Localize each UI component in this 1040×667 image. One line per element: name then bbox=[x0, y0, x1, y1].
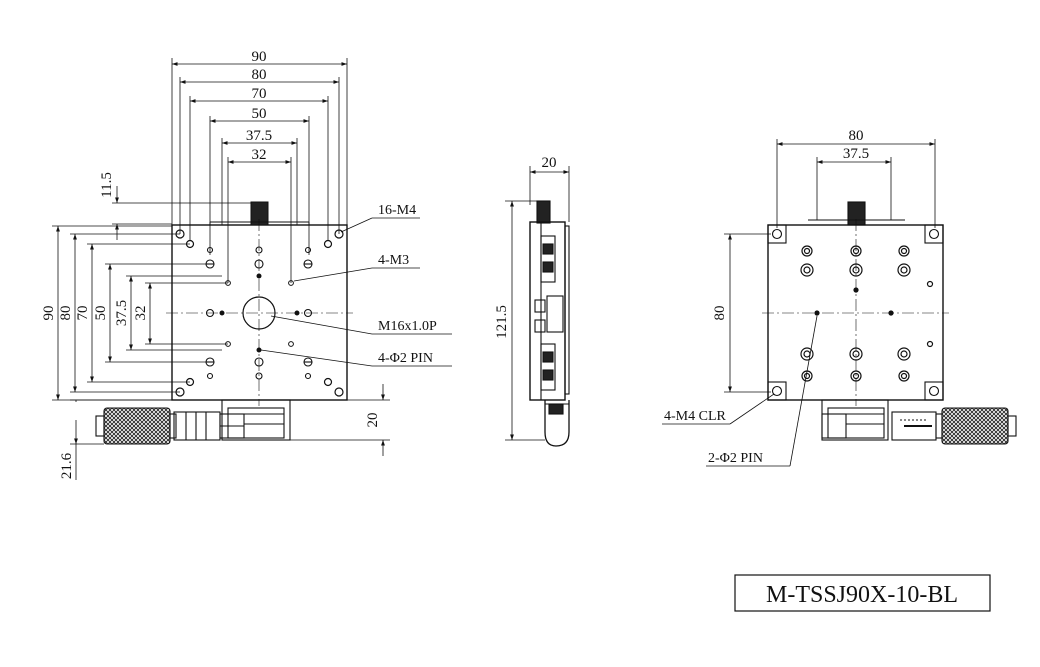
side-height-dim-121-5: 121.5 bbox=[494, 305, 510, 339]
front-bottom-dimensions bbox=[70, 384, 390, 480]
front-top-offset-dimension bbox=[112, 186, 268, 240]
front-center-hole bbox=[242, 296, 276, 330]
front-small-holes bbox=[219, 273, 300, 353]
front-width-dim-32: 32 bbox=[252, 147, 267, 163]
rear-callout-leaders bbox=[662, 315, 818, 467]
front-height-dim-80: 80 bbox=[58, 306, 74, 321]
front-view: 90 80 70 50 37.5 32 11.5 bbox=[41, 49, 452, 480]
side-screw-upper bbox=[542, 243, 554, 255]
rear-width-dim-37-5: 37.5 bbox=[843, 146, 869, 162]
callout-2-pin: 2-Φ2 PIN bbox=[708, 451, 763, 466]
callout-m16x1-0p: M16x1.0P bbox=[378, 319, 437, 334]
front-height-dimensions bbox=[52, 225, 228, 401]
side-micrometer bbox=[544, 400, 570, 447]
rear-width-dim-80: 80 bbox=[849, 128, 864, 144]
front-height-dim-50: 50 bbox=[93, 306, 109, 321]
side-top-knob bbox=[536, 200, 551, 224]
rear-screw-holes bbox=[800, 245, 934, 382]
side-screw-lower bbox=[542, 351, 554, 363]
front-corner-holes bbox=[175, 229, 344, 397]
callout-16-m4: 16-M4 bbox=[378, 203, 416, 218]
front-height-dim-70: 70 bbox=[75, 306, 91, 321]
front-bottom-dim-20: 20 bbox=[365, 413, 381, 428]
side-width-dim-20: 20 bbox=[542, 155, 557, 171]
front-top-knob bbox=[250, 201, 269, 226]
rear-bottom-assembly bbox=[821, 399, 1017, 445]
front-slotted-holes bbox=[205, 246, 313, 380]
front-width-dim-90: 90 bbox=[252, 49, 267, 65]
front-height-dim-32: 32 bbox=[133, 306, 149, 321]
front-stage-body bbox=[171, 224, 348, 401]
rear-top-knob bbox=[847, 201, 866, 226]
front-width-dim-50: 50 bbox=[252, 106, 267, 122]
rear-height-dim-80: 80 bbox=[712, 306, 728, 321]
front-bottom-assembly bbox=[95, 399, 291, 445]
front-width-dim-70: 70 bbox=[252, 86, 267, 102]
front-height-dim-90: 90 bbox=[41, 306, 57, 321]
callout-4-m4-clr: 4-M4 CLR bbox=[664, 409, 727, 424]
side-screw-lower-2 bbox=[542, 369, 554, 381]
front-width-dim-37-5: 37.5 bbox=[246, 128, 272, 144]
front-top-offset-label: 11.5 bbox=[99, 172, 115, 198]
front-width-dimensions bbox=[171, 58, 348, 283]
front-callout-leaders bbox=[260, 217, 452, 367]
callout-4-m3: 4-M3 bbox=[378, 253, 409, 268]
title-block-frame bbox=[734, 574, 991, 612]
front-width-dim-80: 80 bbox=[252, 67, 267, 83]
callout-4-pin: 4-Φ2 PIN bbox=[378, 351, 433, 366]
side-screw-upper-2 bbox=[542, 261, 554, 273]
title-block: M-TSSJ90X-10-BL bbox=[734, 574, 991, 612]
front-bottom-dim-21-6: 21.6 bbox=[59, 452, 75, 479]
front-height-dim-37-5: 37.5 bbox=[114, 300, 130, 326]
side-view: 20 121.5 bbox=[494, 155, 570, 447]
model-number: M-TSSJ90X-10-BL bbox=[766, 582, 958, 608]
rear-view: 80 37.5 80 bbox=[662, 128, 1017, 467]
rear-corner-holes bbox=[767, 224, 944, 401]
